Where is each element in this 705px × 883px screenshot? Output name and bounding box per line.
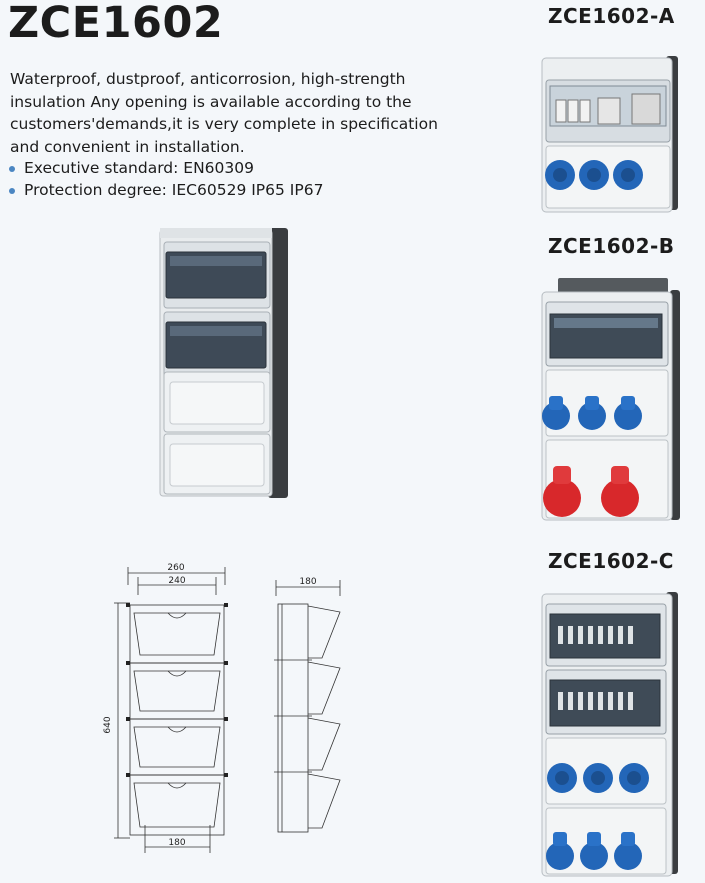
technical-drawing-side: 180 <box>274 577 341 833</box>
product-description: Waterproof, dustproof, anticorrosion, hi… <box>10 70 438 156</box>
bullet-icon <box>9 188 15 194</box>
dim-outer-width: 260 <box>167 563 184 573</box>
dim-bottom-width: 180 <box>168 838 185 848</box>
product-photo-main <box>159 228 288 498</box>
product-photo-b <box>541 278 680 521</box>
model-label-a: ZCE1602-A <box>548 4 675 28</box>
technical-drawing-front: 260 240 640 180 <box>103 563 228 853</box>
page-title: ZCE1602 <box>8 0 224 48</box>
dim-height: 640 <box>103 716 113 733</box>
model-label-b: ZCE1602-B <box>548 234 675 258</box>
spec-item-protection: Protection degree: IEC60529 IP65 IP67 <box>8 179 323 201</box>
dim-depth: 180 <box>299 577 316 587</box>
dim-inner-width: 240 <box>168 576 185 586</box>
product-photo-c <box>541 592 678 877</box>
spec-item-standard: Executive standard: EN60309 <box>8 157 323 179</box>
model-label-c: ZCE1602-C <box>548 549 674 573</box>
bullet-icon <box>9 166 15 172</box>
product-photo-a <box>541 56 678 213</box>
spec-list: Executive standard: EN60309 Protection d… <box>8 157 323 201</box>
